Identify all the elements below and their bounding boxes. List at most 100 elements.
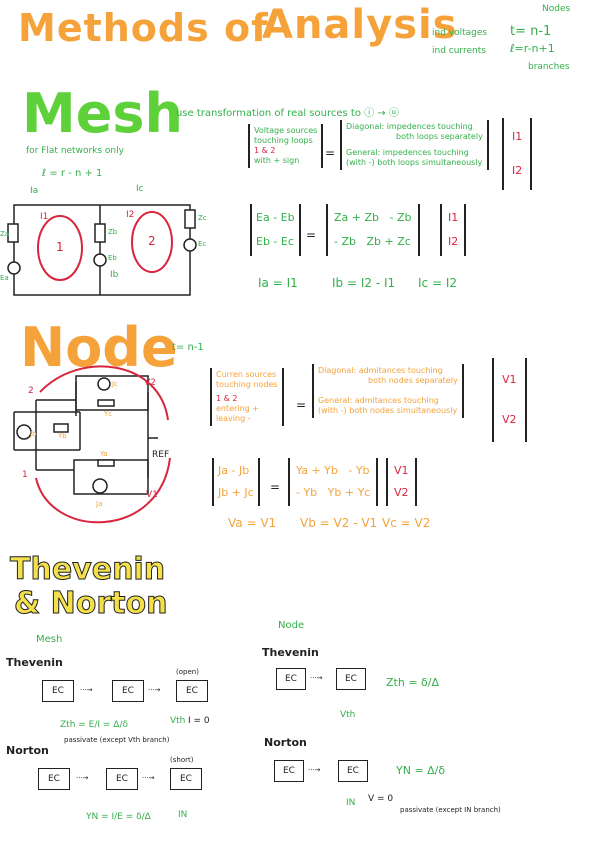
node-thevenin-heading: Thevenin: [262, 646, 319, 659]
mesh-bm-1: both loops separately: [396, 132, 483, 141]
mesh-title: Mesh: [22, 82, 183, 145]
mesh-bl-3: with + sign: [254, 156, 300, 165]
mesh-bl-1: touching loops: [254, 136, 313, 145]
node-no-arrow: ···→: [308, 766, 321, 774]
node-bl-1: touching nodes: [216, 380, 278, 389]
mesh-bl-2: 1 & 2: [254, 146, 276, 155]
mesh-zc-label: Zc: [198, 214, 207, 222]
node-v2-label: V2: [144, 378, 156, 388]
mesh-impedance-matrix: Za + Zb - Zb - Zb Zb + Zc: [326, 204, 420, 256]
mesh-th-ec-1: EC: [42, 680, 74, 702]
mesh-th-i0: I = 0: [188, 716, 210, 726]
node-rel-a: Va = V1: [228, 516, 277, 530]
node-bl-3: entering +: [216, 404, 259, 413]
mesh-th-v: Vth: [170, 716, 186, 726]
node-admittance-matrix: Ya + Yb - Yb - Yb Yb + Yc: [288, 458, 379, 506]
node-ya-label: Ya: [100, 450, 108, 458]
mesh-no-arrow-2: ···→: [142, 774, 155, 782]
node-title: Node: [20, 316, 178, 379]
mesh-mm-01: - Zb: [389, 211, 412, 224]
mesh-bm-2: General: impedences touching: [346, 148, 469, 157]
node-bm-3: (with -) both nodes simultaneously: [318, 406, 458, 415]
node-ml-1: Jb + Jc: [218, 486, 254, 499]
mesh-i2-label: I2: [126, 210, 135, 220]
mesh-mm-10: - Zb: [334, 235, 356, 248]
mesh-ec-label: Ec: [198, 240, 207, 248]
branches-label: branches: [528, 62, 570, 72]
mesh-bl-0: Voltage sources: [254, 126, 318, 135]
mesh-ea-label: Ea: [0, 274, 9, 282]
mesh-norton-heading: Norton: [6, 744, 49, 757]
node-mm-11: Yb + Yc: [327, 486, 371, 499]
node-yb-label: Yb: [58, 432, 67, 440]
node-no-passive: passivate (except IN branch): [400, 806, 501, 814]
thev-title-2: & Norton: [13, 586, 168, 622]
mesh-no-ec-3: EC: [170, 768, 202, 790]
node-th-v: Vth: [340, 710, 356, 720]
node-th-ec-1: EC: [276, 668, 306, 690]
mesh-th-arrow-1: ···→: [80, 686, 93, 694]
mesh-eq-sign: =: [325, 146, 336, 160]
mesh-mm-00: Za + Zb: [334, 211, 380, 224]
mesh-za-label: Za: [0, 230, 10, 238]
mesh-th-open: (open): [176, 668, 199, 676]
mesh-th-ec-2: EC: [112, 680, 144, 702]
node-th-arrow: ···→: [310, 674, 323, 682]
page-title-left: Methods of: [18, 6, 269, 50]
mesh-thevenin-heading: Thevenin: [6, 656, 63, 669]
mesh-source-matrix: Ea - Eb Eb - Ec: [250, 204, 301, 256]
node-ml-0: Ja - Jb: [218, 464, 250, 477]
mesh-mr-0: I1: [448, 211, 459, 224]
mesh-mm-11: Zb + Zc: [366, 235, 411, 248]
mesh-current-matrix: I1 I2: [440, 204, 467, 256]
mesh-loop-eq: ℓ = r - n + 1: [42, 168, 103, 179]
ind-voltages-eq: t= n-1: [510, 24, 552, 39]
node-bm-0: Diagonal: admitances touching: [318, 366, 443, 375]
node-subtitle: t= n-1: [172, 342, 204, 353]
node-mm-00: Ya + Yb: [296, 464, 338, 477]
node-ref-label: REF: [152, 450, 170, 460]
mesh-ic-label: Ic: [136, 184, 144, 194]
mesh-loop2-label: 2: [148, 234, 156, 248]
page-title-right: Analysis: [262, 2, 458, 48]
node-bm-1: both nodes separately: [368, 376, 458, 385]
mesh-ml-0: Ea - Eb: [256, 211, 295, 224]
mesh-ib-label: Ib: [110, 270, 119, 280]
mesh-no-arrow-1: ···→: [76, 774, 89, 782]
node-v1-label: V1: [146, 490, 158, 500]
mesh-no-y: YN = I/E = δ/Δ: [86, 812, 151, 822]
mesh-eq2-sign: =: [306, 228, 317, 242]
mesh-no-i: IN: [178, 810, 188, 820]
thev-title-1: Thevenin: [9, 552, 166, 588]
mesh-th-z: Zth = E/I = Δ/δ: [60, 720, 128, 730]
node-th-ec-2: EC: [336, 668, 366, 690]
mesh-th-ec-3: EC: [176, 680, 208, 702]
node-voltage-matrix: V1 V2: [386, 458, 417, 506]
mesh-vec-0: I1: [512, 130, 523, 143]
thev-node-label: Node: [278, 620, 305, 631]
mesh-ia-label: Ia: [30, 186, 39, 196]
mesh-rel-b: Ib = I2 - I1: [332, 276, 396, 290]
thev-mesh-label: Mesh: [36, 634, 63, 645]
node-voltage-vector: V1 V2: [492, 358, 527, 442]
ind-currents-label: ind currents: [432, 46, 486, 56]
node-jb-label: Jb: [30, 430, 37, 438]
node-rel-c: Vc = V2: [382, 516, 431, 530]
mesh-i1-label: I1: [40, 212, 49, 222]
node-mm-10: - Yb: [296, 486, 318, 499]
node-jc-label: Jc: [112, 380, 118, 388]
node-bl-2: 1 & 2: [216, 394, 238, 403]
node-yc-label: Yc: [104, 410, 113, 418]
node-source-matrix: Ja - Jb Jb + Jc: [212, 458, 260, 506]
mesh-bm-3: (with -) both loops simultaneously: [346, 158, 483, 167]
mesh-flat-note: for Flat networks only: [26, 146, 124, 156]
ind-voltages-label: ind voltages: [432, 28, 488, 38]
mesh-rel-a: Ia = I1: [258, 276, 298, 290]
nodes-label: Nodes: [542, 4, 571, 14]
node-eq2-sign: =: [270, 480, 281, 494]
node-bl-4: leaving -: [216, 414, 251, 423]
mesh-th-arrow-2: ···→: [148, 686, 161, 694]
node-th-z: Zth = δ/Δ: [386, 676, 439, 689]
node-no-ec-1: EC: [274, 760, 304, 782]
node-bl-0: Curren sources: [216, 370, 277, 379]
